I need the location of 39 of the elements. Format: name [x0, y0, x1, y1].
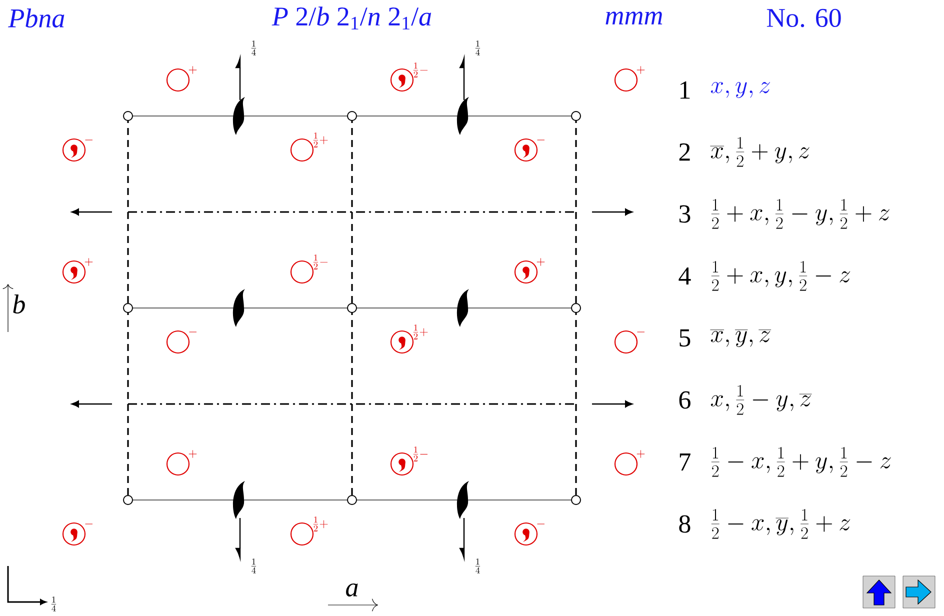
axis-label: a	[346, 584, 358, 596]
coordinate-triplet: $x, y, z$	[710, 82, 770, 98]
height-label: $\frac{1}{4}$	[251, 558, 256, 574]
coordinate-triplet: $\overline{x}, \overline{y}, \overline{z}$	[710, 330, 772, 348]
point-group-text: mmm	[606, 12, 662, 24]
axis-label: b	[13, 294, 25, 314]
position-number: 8	[679, 515, 690, 533]
height-label: $\frac{1}{4}$	[51, 596, 56, 612]
height-label: $\frac{1}{2}-$	[413, 446, 428, 462]
position-number: 2	[679, 143, 690, 161]
height-label: $\frac{1}{2}-$	[313, 254, 328, 270]
height-label: $+$	[636, 66, 645, 74]
height-label: $+$	[536, 258, 545, 266]
position-number: 3	[679, 205, 690, 223]
position-number: 1	[680, 81, 690, 99]
height-label: $\frac{1}{4}$	[475, 40, 480, 56]
symbol-text: Pbna	[8, 8, 64, 28]
height-label: $+$	[188, 450, 197, 458]
height-label: $\frac{1}{4}$	[475, 558, 480, 574]
coordinate-triplet: $x, \frac{1}{2}-y, \overline{z}$	[710, 384, 812, 415]
height-label: $\frac{1}{2}+$	[413, 324, 428, 340]
height-label: $\frac{1}{2}-$	[413, 62, 428, 78]
coordinate-triplet: $\frac{1}{2}+x, \frac{1}{2}-y, \frac{1}{2}+z$	[711, 198, 890, 229]
coordinate-triplet: $\frac{1}{2}-x, \frac{1}{2}+y, \frac{1}{2}-z$	[711, 446, 891, 477]
height-label: $+$	[84, 258, 93, 266]
position-number: 6	[679, 391, 690, 409]
height-label: $\frac{1}{4}$	[251, 40, 256, 56]
position-number: 4	[678, 267, 691, 285]
coordinate-triplet: $\frac{1}{2}+x, y, \frac{1}{2}-z$	[711, 260, 850, 291]
coordinate-triplet: $\overline{x}, \frac{1}{2}+y, z$	[710, 136, 810, 167]
symbol-text: P 2/b 2$_{1}$/n 2$_{1}$/a	[272, 6, 432, 30]
height-label: $+$	[188, 66, 197, 74]
position-number: 5	[680, 329, 690, 347]
position-number: 7	[680, 453, 690, 471]
coordinate-triplet: $\frac{1}{2}-x, \overline{y}, \frac{1}{2}+z$	[711, 508, 850, 539]
height-label: $\frac{1}{2}+$	[313, 132, 328, 148]
height-label: $+$	[636, 450, 645, 458]
number-text: No. 60	[766, 8, 841, 28]
height-label: $\frac{1}{2}+$	[313, 516, 328, 532]
